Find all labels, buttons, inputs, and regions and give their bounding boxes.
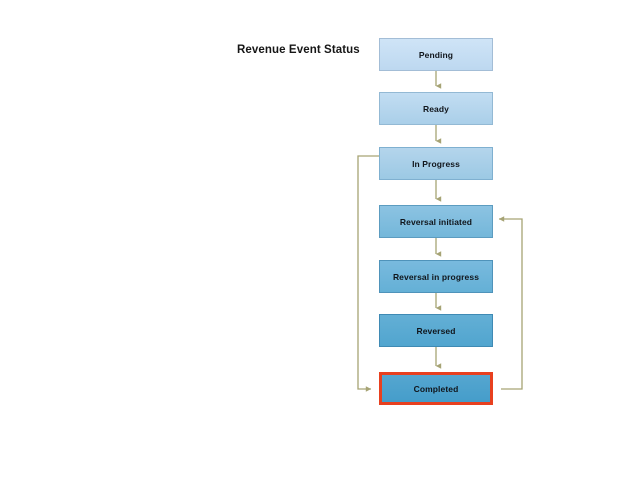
node-label: Ready: [422, 103, 449, 114]
diagram-title: Revenue Event Status: [237, 44, 360, 56]
node-in-progress[interactable]: In Progress: [379, 147, 493, 180]
node-label: Completed: [413, 383, 459, 394]
node-label: Reversed: [416, 325, 456, 336]
node-pending[interactable]: Pending: [379, 38, 493, 71]
edge-completed-to-reversal-initiated-loop: [498, 216, 523, 390]
edge-in-progress-to-completed-loop: [357, 155, 379, 392]
node-label: Reversal initiated: [399, 216, 473, 227]
node-reversal-in-progress[interactable]: Reversal in progress: [379, 260, 493, 293]
node-label: Reversal in progress: [392, 271, 480, 282]
node-reversal-initiated[interactable]: Reversal initiated: [379, 205, 493, 238]
node-label: Pending: [418, 49, 454, 60]
node-label: In Progress: [412, 158, 460, 169]
node-completed[interactable]: Completed: [379, 372, 493, 405]
node-ready[interactable]: Ready: [379, 92, 493, 125]
node-reversed[interactable]: Reversed: [379, 314, 493, 347]
